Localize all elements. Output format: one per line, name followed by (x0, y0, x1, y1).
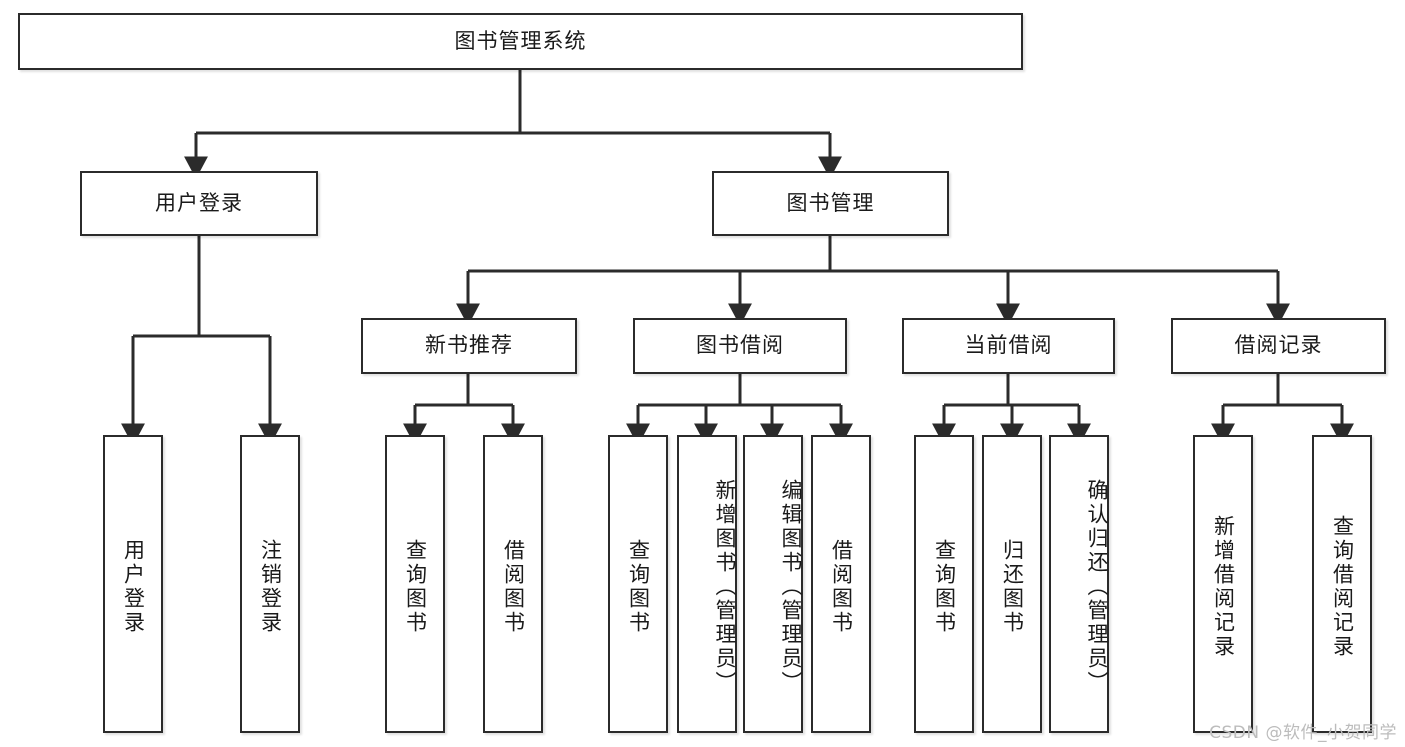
node-leaf-user-login[interactable]: 用户登录 (103, 435, 163, 733)
node-leaf-logout[interactable]: 注销登录 (240, 435, 300, 733)
node-leaf-query-book-1-label: 查询图书 (403, 539, 428, 635)
node-user-login-label: 用户登录 (155, 190, 243, 215)
node-leaf-borrow-book-1-label: 借阅图书 (501, 539, 526, 635)
node-borrow-record-label: 借阅记录 (1234, 333, 1323, 358)
node-leaf-query-book-2-label: 查询图书 (626, 539, 651, 635)
node-leaf-add-record[interactable]: 新增借阅记录 (1193, 435, 1253, 733)
node-new-book-rec[interactable]: 新书推荐 (361, 318, 577, 374)
node-user-login[interactable]: 用户登录 (80, 171, 318, 236)
node-leaf-query-book-1[interactable]: 查询图书 (385, 435, 445, 733)
node-leaf-return-book[interactable]: 归还图书 (982, 435, 1042, 733)
node-leaf-user-login-label: 用户登录 (121, 539, 146, 635)
node-book-manage-label: 图书管理 (786, 190, 875, 215)
watermark-text: CSDN @软件_小贺同学 (1209, 723, 1397, 743)
node-root-label: 图书管理系统 (454, 28, 587, 53)
node-leaf-logout-label: 注销登录 (258, 539, 283, 635)
node-root[interactable]: 图书管理系统 (18, 13, 1023, 70)
node-book-manage[interactable]: 图书管理 (712, 171, 949, 236)
node-leaf-add-book-label: 新增图书（管理员） (713, 479, 737, 695)
node-leaf-confirm-return[interactable]: 确认归还（管理员） (1049, 435, 1109, 733)
node-leaf-edit-book[interactable]: 编辑图书（管理员） (743, 435, 803, 733)
node-new-book-rec-label: 新书推荐 (425, 333, 513, 358)
node-leaf-borrow-book-1[interactable]: 借阅图书 (483, 435, 543, 733)
node-leaf-add-record-label: 新增借阅记录 (1211, 515, 1236, 659)
node-leaf-query-book-2[interactable]: 查询图书 (608, 435, 668, 733)
node-leaf-borrow-book-2[interactable]: 借阅图书 (811, 435, 871, 733)
node-leaf-query-record-label: 查询借阅记录 (1330, 515, 1355, 659)
node-book-borrow-label: 图书借阅 (696, 333, 784, 358)
node-current-borrow[interactable]: 当前借阅 (902, 318, 1115, 374)
node-book-borrow[interactable]: 图书借阅 (633, 318, 847, 374)
node-leaf-borrow-book-2-label: 借阅图书 (829, 539, 854, 635)
node-leaf-confirm-return-label: 确认归还（管理员） (1085, 479, 1109, 695)
node-borrow-record[interactable]: 借阅记录 (1171, 318, 1386, 374)
node-leaf-edit-book-label: 编辑图书（管理员） (779, 479, 803, 695)
node-leaf-query-book-3[interactable]: 查询图书 (914, 435, 974, 733)
node-current-borrow-label: 当前借阅 (964, 333, 1053, 358)
node-leaf-query-record[interactable]: 查询借阅记录 (1312, 435, 1372, 733)
node-leaf-add-book[interactable]: 新增图书（管理员） (677, 435, 737, 733)
node-leaf-return-book-label: 归还图书 (1000, 539, 1025, 635)
node-leaf-query-book-3-label: 查询图书 (932, 539, 957, 635)
